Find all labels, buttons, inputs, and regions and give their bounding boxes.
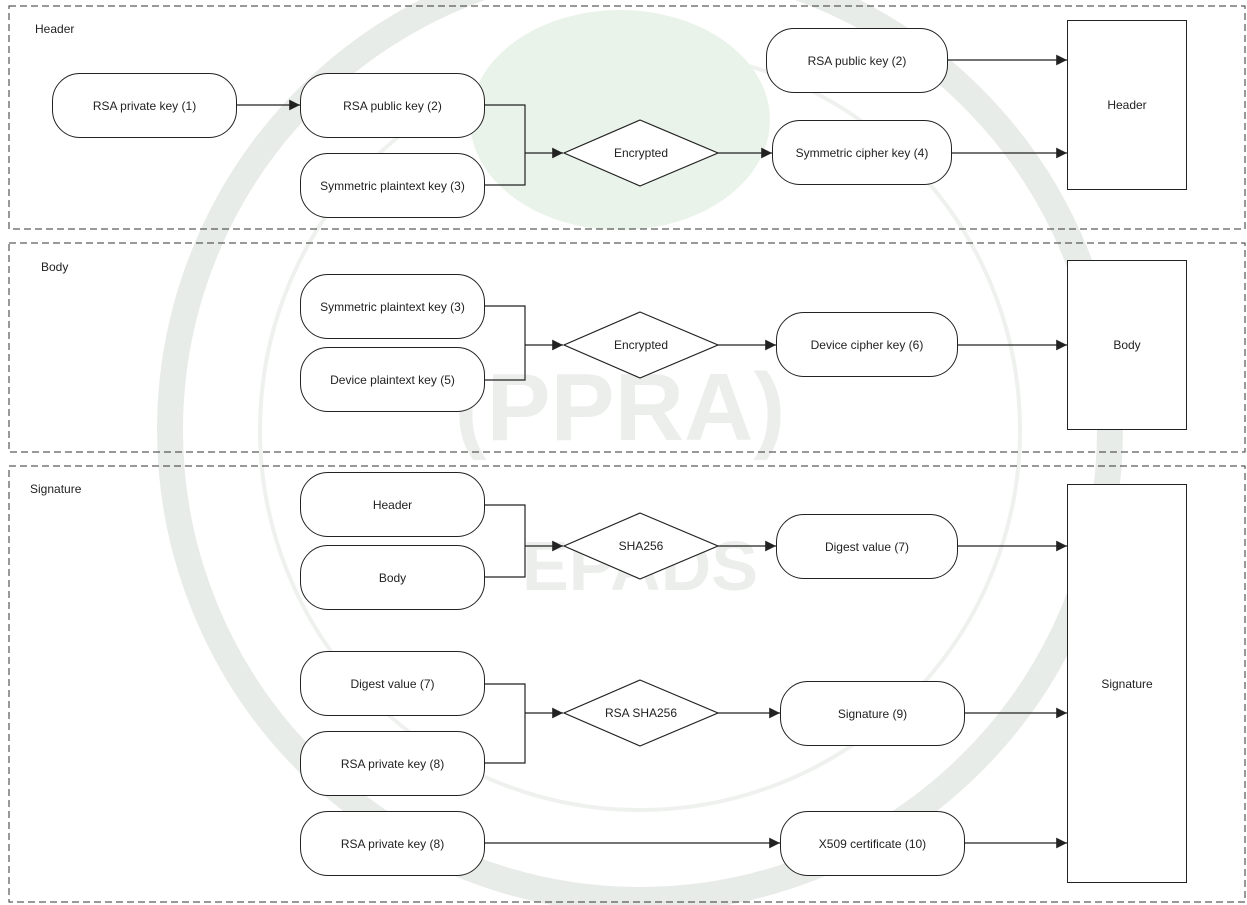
- header-section-label: Header: [35, 22, 75, 36]
- node-signature-9: Signature (9): [780, 681, 965, 746]
- header-section-border: [8, 5, 1246, 230]
- node-symmetric-cipher-key-4: Symmetric cipher key (4): [772, 120, 952, 185]
- node-symmetric-plaintext-key-3: Symmetric plaintext key (3): [300, 153, 485, 218]
- edge-s-body-to-merge: [485, 546, 526, 578]
- node-s-body: Body: [300, 545, 485, 610]
- edge-s-header-to-merge: [485, 504, 526, 546]
- body-section-label: Body: [41, 260, 69, 274]
- node-s-header: Header: [300, 472, 485, 537]
- node-b-symmetric-plaintext-key-3: Symmetric plaintext key (3): [300, 274, 485, 339]
- signature-section-label: Signature: [30, 482, 82, 496]
- label-rsa-sha256: RSA SHA256: [604, 706, 678, 720]
- edge-sym-plain-to-merge: [485, 153, 526, 186]
- edge-b-sym-plain-to-merge: [485, 305, 526, 345]
- signature-rsa-sha256-diamond: [562, 679, 720, 747]
- node-rsa-private-key-8-a: RSA private key (8): [300, 731, 485, 796]
- node-signature-target: Signature: [1067, 484, 1187, 883]
- node-digest-value-7-out: Digest value (7): [776, 514, 958, 579]
- node-rsa-private-key-8-b: RSA private key (8): [300, 811, 485, 876]
- edge-s-rsa-private-a-to-merge: [485, 713, 526, 764]
- node-x509-certificate-10: X509 certificate (10): [780, 811, 965, 876]
- edge-b-device-plain-to-merge: [485, 345, 526, 381]
- label-body-encrypted: Encrypted: [613, 338, 669, 352]
- body-section-border: [8, 242, 1246, 453]
- body-encrypted-diamond: [562, 311, 720, 379]
- node-header-target: Header: [1067, 20, 1187, 190]
- node-body-target: Body: [1067, 260, 1187, 430]
- label-sha256: SHA256: [618, 539, 664, 553]
- header-encrypted-diamond: [562, 119, 720, 187]
- label-header-encrypted: Encrypted: [613, 146, 669, 160]
- signature-sha256-diamond: [562, 512, 720, 580]
- node-rsa-private-key-1: RSA private key (1): [52, 73, 237, 138]
- node-device-cipher-key-6: Device cipher key (6): [776, 312, 958, 377]
- signature-section-border: [8, 465, 1246, 903]
- node-rsa-public-key-2-out: RSA public key (2): [766, 28, 948, 93]
- edge-s-digest-in-to-merge: [485, 683, 526, 713]
- node-digest-value-7-in: Digest value (7): [300, 651, 485, 716]
- edge-rsa-public-to-merge: [485, 104, 526, 153]
- node-device-plaintext-key-5: Device plaintext key (5): [300, 347, 485, 412]
- node-rsa-public-key-2: RSA public key (2): [300, 73, 485, 138]
